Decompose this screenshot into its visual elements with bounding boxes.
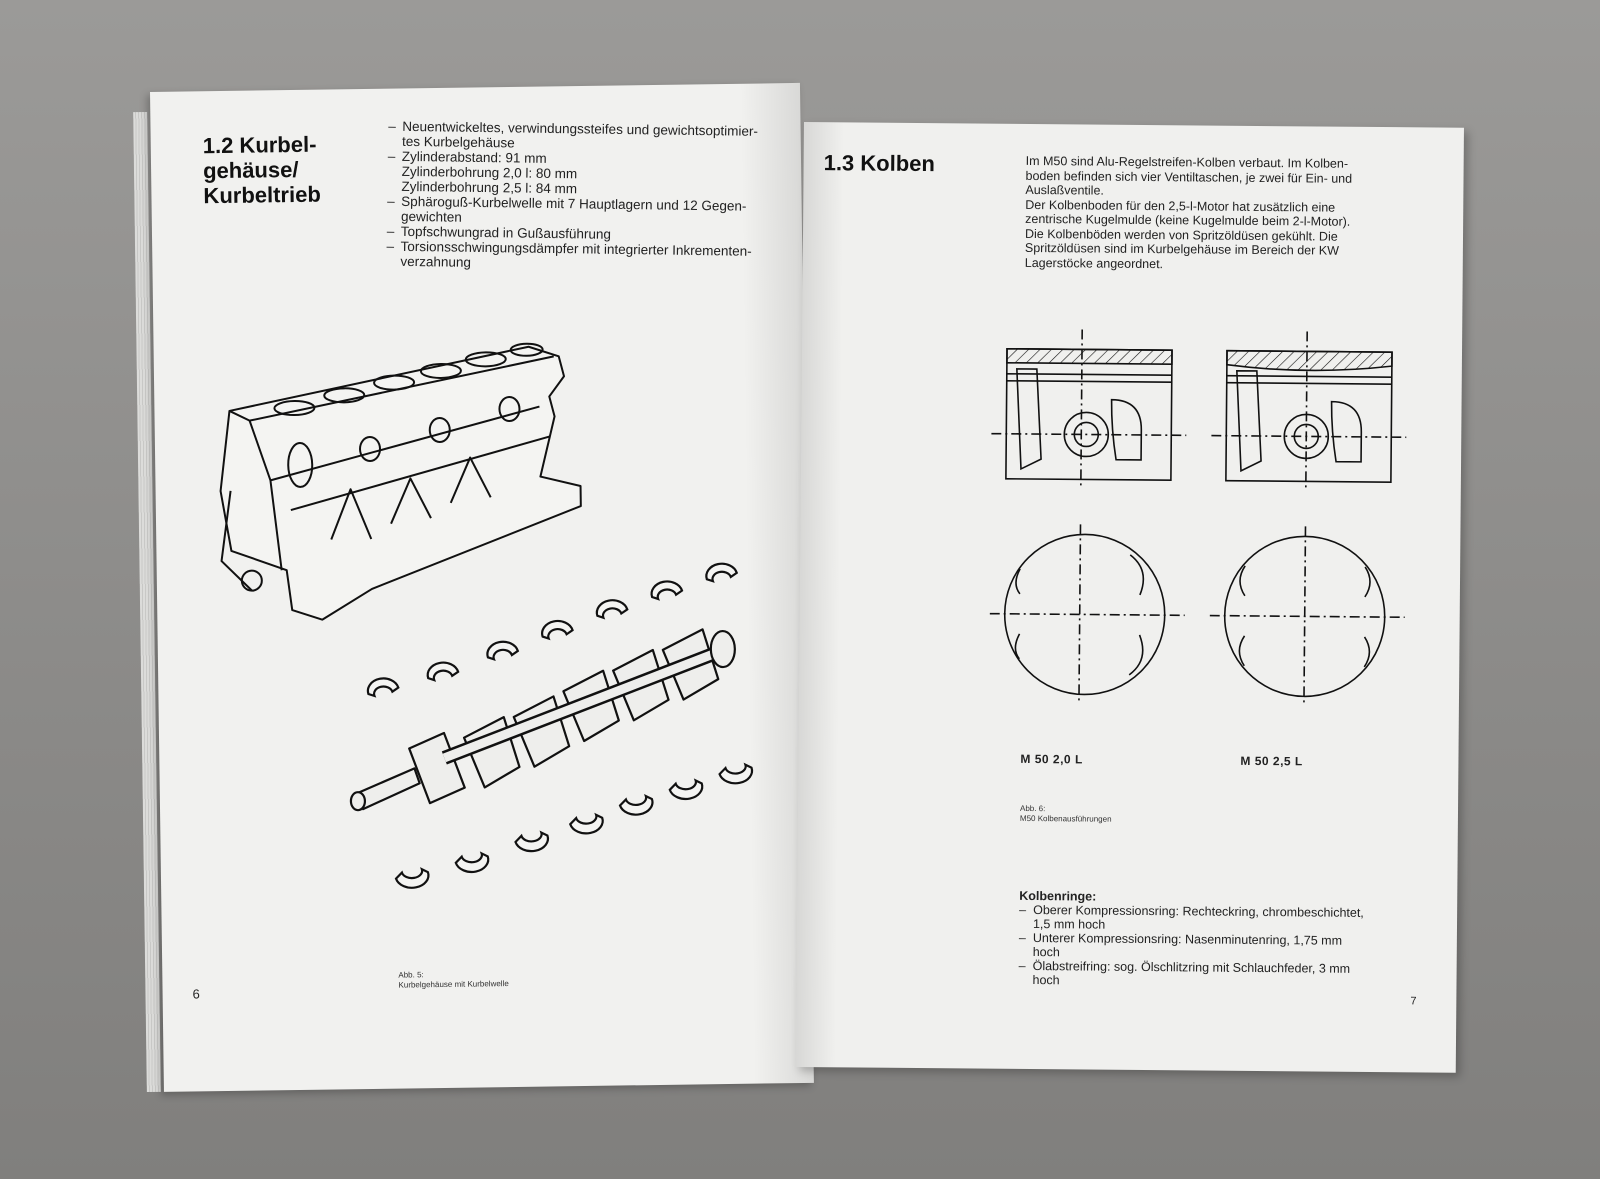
ring-item: Ölabstreifring: sog. Ölschlitzring mit S… bbox=[1018, 959, 1418, 990]
piston-rings-section: Kolbenringe: Oberer Kompressionsring: Re… bbox=[1018, 889, 1419, 990]
page-number: 7 bbox=[1410, 995, 1417, 1008]
ring-text: hoch bbox=[1032, 945, 1060, 960]
left-page: 1.2 Kurbel- gehäuse/ Kurbeltrieb Neuentw… bbox=[150, 82, 814, 1092]
caption-text: M50 Kolbenausführungen bbox=[1019, 813, 1112, 824]
ring-text: 1,5 mm hoch bbox=[1032, 917, 1106, 932]
ring-text: Ölabstreifring: sog. Ölschlitzring mit S… bbox=[1032, 959, 1351, 976]
ring-text: hoch bbox=[1032, 973, 1060, 988]
right-page: 1.3 Kolben Im M50 sind Alu-Regelstreifen… bbox=[795, 122, 1464, 1073]
left-page-heading: 1.2 Kurbel- gehäuse/ Kurbeltrieb bbox=[202, 131, 364, 209]
figure-caption: Abb. 6: M50 Kolbenausführungen bbox=[1020, 804, 1112, 825]
heading-line: 1.2 Kurbel- bbox=[202, 131, 317, 159]
heading-line: Kurbeltrieb bbox=[203, 181, 321, 209]
gutter-shadow bbox=[795, 122, 844, 1068]
ring-item: Unterer Kompressionsring: Nasenminutenri… bbox=[1019, 931, 1419, 962]
piston-2-0-drawing bbox=[989, 329, 1187, 705]
right-page-heading: 1.3 Kolben bbox=[823, 150, 936, 177]
engine-block-illustration bbox=[219, 342, 754, 889]
piston-2-5-drawing bbox=[1209, 331, 1407, 707]
caption-text: Kurbelgehäuse mit Kurbelwelle bbox=[398, 979, 509, 990]
intro-line: Lagerstöcke angeordnet. bbox=[1024, 255, 1164, 271]
figure-caption: Abb. 5: Kurbelgehäuse mit Kurbelwelle bbox=[398, 969, 509, 991]
page-number: 6 bbox=[192, 986, 200, 1002]
crankcase-bullet-list: Neuentwickeltes, verwindungssteifes und … bbox=[386, 119, 778, 274]
piston-label-2-0: M 50 2,0 L bbox=[1020, 751, 1083, 767]
rings-list: Oberer Kompressionsring: Rechteckring, c… bbox=[1018, 903, 1419, 990]
ring-item: Oberer Kompressionsring: Rechteckring, c… bbox=[1019, 903, 1419, 934]
heading-line: gehäuse/ bbox=[202, 156, 299, 184]
piston-label-2-5: M 50 2,5 L bbox=[1240, 753, 1303, 769]
ring-text: Unterer Kompressionsring: Nasenminutenri… bbox=[1032, 931, 1343, 948]
piston-intro-text: Im M50 sind Alu-Regelstreifen-Kolben ver… bbox=[1025, 154, 1416, 273]
